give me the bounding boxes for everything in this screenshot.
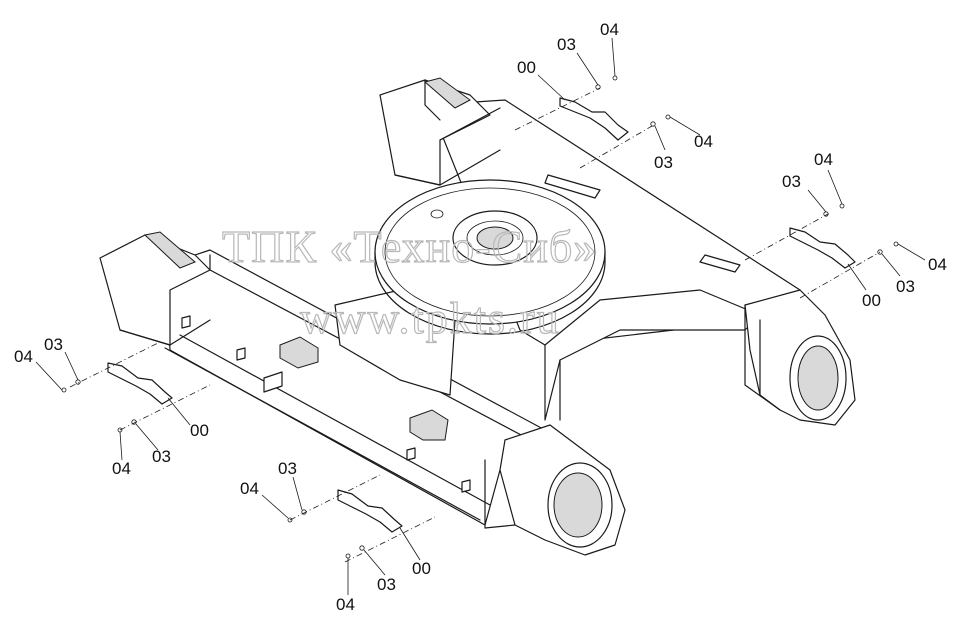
callout-top-03b: 03 — [654, 153, 673, 172]
callout-bottom-00: 00 — [412, 559, 431, 578]
callout-right-03a: 03 — [782, 172, 801, 191]
guard-plate-right — [744, 203, 899, 299]
callout-right-03b: 03 — [896, 277, 915, 296]
watermark-company: ТПК «Техно-Сиб» — [222, 221, 597, 272]
callout-left-04a: 04 — [14, 347, 33, 366]
callout-bottom-03a: 03 — [278, 459, 297, 478]
callout-left-04b: 04 — [112, 459, 131, 478]
callout-left-00: 00 — [190, 421, 209, 440]
callout-right-00: 00 — [862, 291, 881, 310]
guard-plate-bottom — [287, 474, 436, 563]
callout-bottom-03b: 03 — [377, 575, 396, 594]
guard-plate-top — [514, 75, 671, 169]
callout-left-03a: 03 — [44, 335, 63, 354]
leader-lines — [35, 37, 926, 595]
beam-cutouts — [181, 174, 741, 493]
callout-top-04a: 04 — [600, 20, 619, 39]
callout-bottom-04b: 04 — [336, 595, 355, 614]
callout-bottom-04a: 04 — [240, 479, 259, 498]
callout-top-00: 00 — [517, 58, 536, 77]
callout-top-03a: 03 — [557, 35, 576, 54]
callout-right-04a: 04 — [814, 150, 833, 169]
callout-left-03b: 03 — [152, 447, 171, 466]
watermark-url: www.tpkts.ru — [300, 294, 561, 343]
swing-bearing — [374, 179, 606, 335]
callout-right-04b: 04 — [928, 255, 947, 274]
callouts: 00 03 04 03 04 04 03 04 03 00 04 03 00 0… — [14, 20, 947, 614]
callout-top-04b: 04 — [694, 132, 713, 151]
